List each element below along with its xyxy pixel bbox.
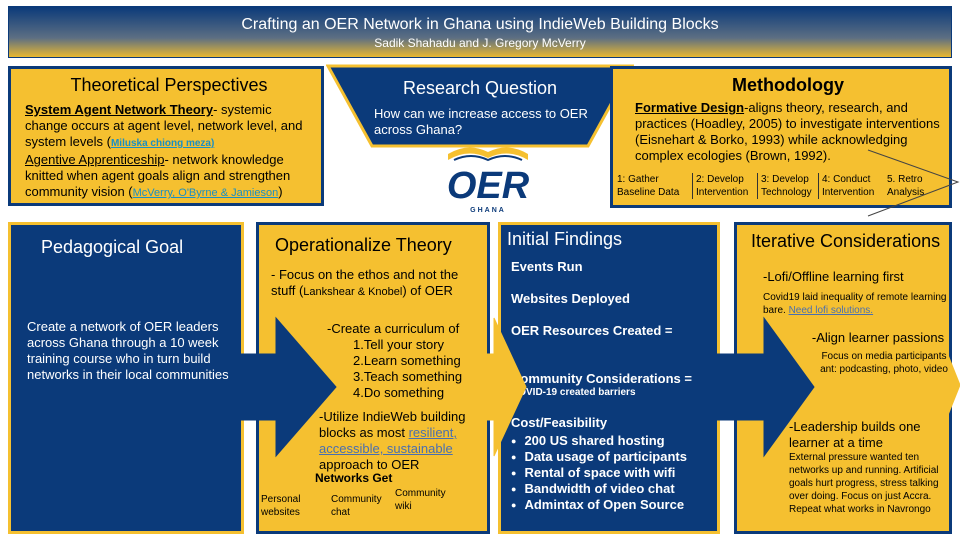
methodology-panel: Methodology Formative Design-aligns theo… [610,66,952,208]
network-personal-websites: Personal websites [261,494,301,518]
theory-title: Theoretical Perspectives [70,75,268,95]
utilize-text-end: approach to OER [319,457,420,472]
finding-websites: Websites Deployed [511,291,630,306]
list-item: Admintax of Open Source [511,497,687,513]
step-3: 3: Develop Technology [761,174,812,198]
pedagogical-goal-panel: Pedagogical Goal Create a network of OER… [8,222,244,534]
finding-cost: Cost/Feasibility [511,415,608,430]
finding-events: Events Run [511,259,583,274]
list-item: 200 US shared hosting [511,433,687,449]
networks-get-label: Networks Get [315,471,393,485]
curriculum-item: 4.Do something [353,385,445,400]
curriculum-item: 1.Tell your story [353,337,445,352]
ethos-focus: - Focus on the ethos and not the stuff (… [271,267,481,300]
focus-text: - Focus on the ethos and not the stuff ( [271,267,459,298]
title-banner: Crafting an OER Network in Ghana using I… [8,6,952,58]
oer-ghana-logo: OER GHANA [440,140,536,218]
utilize-text: -Utilize IndieWeb building blocks as mos… [319,409,466,440]
step-1: 1: Gather Baseline Data [617,174,680,198]
utilize-link[interactable]: resilient, accessible, sustainable [319,425,458,456]
align-note-overlay: Focus on media participants ant: podcast… [820,351,948,375]
pedagogical-goal-title: Pedagogical Goal [41,237,184,257]
logo-subtext: GHANA [470,207,506,214]
research-question-shape [326,64,634,148]
flow-arrow-findings-to-iteration [716,316,815,458]
focus-citation: Lankshear & Knobel [303,286,403,298]
term-agentive-apprenticeship: Agentive Apprenticeship [25,152,165,167]
network-community-chat: Community chat [331,494,382,518]
methodology-title: Methodology [732,75,844,95]
lofi-note-text: Covid19 laid inequality of remote learni… [763,292,947,316]
flow-arrow-out [918,330,960,440]
citation-mcverry[interactable]: McVerry, O'Byrne & Jamieson [132,187,279,199]
flow-arrow-goal-to-theory [238,316,337,458]
book-icon: OER GHANA [447,147,530,214]
flow-arrow-theory-to-findings [484,317,527,457]
poster-authors: Sadik Shahadu and J. Gregory McVerry [374,36,586,50]
theory-text-1: - systemic change occurs at agent level,… [25,102,303,149]
cost-list: 200 US shared hosting Data usage of part… [511,433,687,513]
indieweb-utilize: -Utilize IndieWeb building blocks as mos… [319,409,487,473]
curriculum-lead: -Create a curriculum of [327,321,460,336]
finding-community: Community Considerations = [511,371,692,386]
finding-covid: COVID-19 created barriers [511,387,636,398]
findings-title: Initial Findings [507,229,623,249]
list-item: Rental of space with wifi [511,465,687,481]
research-question-title: Research Question [402,78,558,98]
network-community-wiki: Community wiki [395,488,446,512]
list-item: Bandwidth of video chat [511,481,687,497]
theory-close: ) [278,184,283,199]
align-heading-overlay: -Align learner passions [811,330,945,345]
curriculum-list: -Create a curriculum of 1.Tell your stor… [327,321,462,401]
methodology-steps: 1: Gather Baseline Data 2: Develop Inter… [617,173,951,199]
theoretical-perspectives-panel: Theoretical Perspectives System Agent Ne… [8,66,324,206]
pedagogical-goal-text: Create a network of OER leaders across G… [27,319,229,382]
operationalize-title: Operationalize Theory [275,235,452,255]
term-system-agent-network: System Agent Network Theory [25,102,214,117]
lofi-heading: -Lofi/Offline learning first [763,269,904,284]
step-5: 5. Retro Analysis [887,174,925,198]
iterative-title: Iterative Considerations [751,231,941,251]
theory-text-2: - network knowledge knitted when agent g… [25,152,291,199]
methodology-cycle-arrow [867,149,960,217]
focus-text-end: ) of OER [402,283,453,298]
step-2: 2: Develop Intervention [696,174,749,198]
logo-text: OER [447,165,530,207]
list-item: Data usage of participants [511,449,687,465]
leadership-note: External pressure wanted ten networks up… [789,452,939,515]
methodology-description: -aligns theory, research, and practices … [635,100,940,163]
lofi-note: Covid19 laid inequality of remote learni… [763,291,949,317]
initial-findings-panel: Initial Findings Events Run Websites Dep… [498,222,720,534]
theory-text: System Agent Network Theory- systemic ch… [25,102,313,201]
term-formative-design: Formative Design [635,100,745,115]
leadership-heading: -Leadership builds one learner at a time [789,419,921,450]
research-question-text: How can we increase access to OER across… [374,106,588,137]
citation-chiong-meza[interactable]: Miluska chiong meza) [110,138,215,149]
methodology-text: Formative Design-aligns theory, research… [635,100,941,164]
lofi-link[interactable]: Need lofi solutions. [788,305,874,316]
finding-resources: OER Resources Created = [511,323,673,338]
step-4: 4: Conduct Intervention [822,174,875,198]
research-question-panel: Research Question How can we increase ac… [326,64,634,148]
curriculum-item: 3.Teach something [353,369,463,384]
operationalize-theory-panel: Operationalize Theory - Focus on the eth… [256,222,490,534]
curriculum-item: 2.Learn something [353,353,461,368]
poster-title: Crafting an OER Network in Ghana using I… [241,16,719,33]
